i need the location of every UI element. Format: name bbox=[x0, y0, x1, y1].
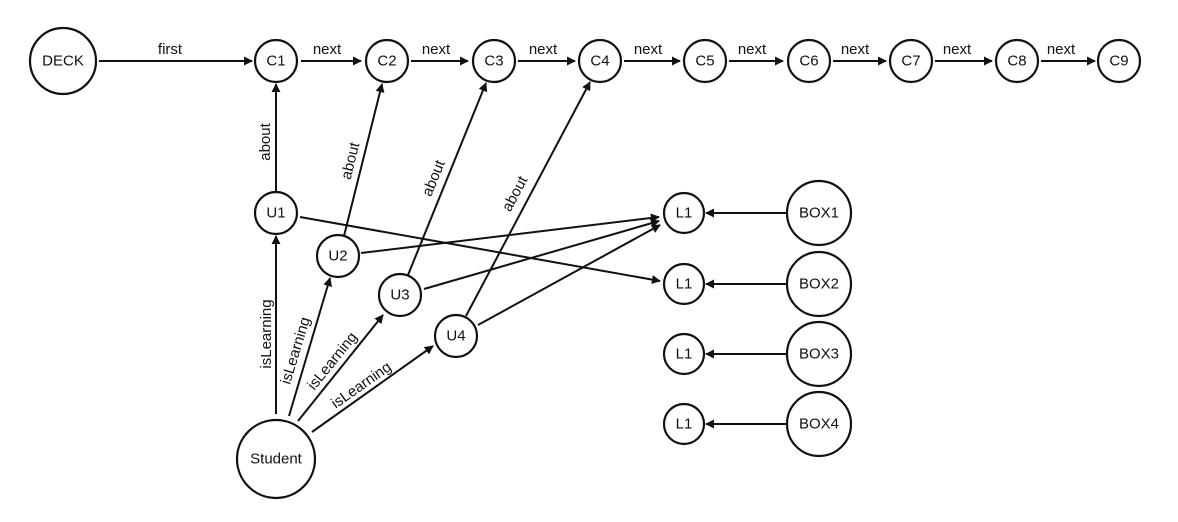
node-c7-label: C7 bbox=[901, 53, 920, 70]
node-c3: C3 bbox=[471, 38, 517, 84]
edge-label-next-1: next bbox=[313, 41, 342, 58]
node-c1: C1 bbox=[253, 38, 299, 84]
node-c1-label: C1 bbox=[266, 53, 285, 70]
node-box1: BOX1 bbox=[785, 179, 853, 247]
edge-label-next-2: next bbox=[422, 41, 451, 58]
node-u2: U2 bbox=[315, 233, 361, 279]
node-c2-label: C2 bbox=[377, 53, 396, 70]
node-u3: U3 bbox=[377, 272, 423, 318]
edge-u3-about-c3 bbox=[407, 82, 488, 276]
edge-student-islearning-u3 bbox=[297, 314, 384, 422]
node-l1-b: L1 bbox=[662, 262, 706, 306]
edge-label-islearning-1: isLearning bbox=[258, 299, 275, 368]
node-u3-label: U3 bbox=[390, 287, 409, 304]
edge-u2-about-c2 bbox=[343, 83, 385, 237]
edge-label-next-4: next bbox=[634, 41, 663, 58]
node-c7: C7 bbox=[888, 38, 934, 84]
node-u1: U1 bbox=[253, 190, 299, 236]
node-c9: C9 bbox=[1096, 38, 1142, 84]
node-l1-a-label: L1 bbox=[676, 205, 693, 222]
node-box2: BOX2 bbox=[785, 250, 853, 318]
edge-u2-l1a bbox=[360, 213, 660, 254]
node-c8-label: C8 bbox=[1007, 53, 1026, 70]
node-u1-label: U1 bbox=[266, 205, 285, 222]
node-c9-label: C9 bbox=[1109, 53, 1128, 70]
edge-u3-l1a bbox=[423, 218, 660, 290]
edge-label-about-1: about bbox=[257, 122, 274, 160]
node-l1-b-label: L1 bbox=[676, 276, 693, 293]
node-c5-label: C5 bbox=[695, 53, 714, 70]
node-box2-label: BOX2 bbox=[799, 276, 839, 293]
node-l1-d: L1 bbox=[662, 402, 706, 446]
node-student: Student bbox=[235, 418, 317, 500]
node-c4: C4 bbox=[577, 38, 623, 84]
node-u4-label: U4 bbox=[446, 328, 465, 345]
edge-label-next-7: next bbox=[943, 41, 972, 58]
node-deck: DECK bbox=[28, 26, 98, 96]
edge-u1-l1b bbox=[299, 216, 661, 285]
edge-labels: first next next next next next next next… bbox=[158, 41, 1076, 412]
node-u2-label: U2 bbox=[328, 248, 347, 265]
node-l1-c-label: L1 bbox=[676, 346, 693, 363]
edge-label-first: first bbox=[158, 41, 183, 58]
node-student-label: Student bbox=[250, 451, 303, 468]
node-l1-a: L1 bbox=[662, 191, 706, 235]
node-l1-c: L1 bbox=[662, 332, 706, 376]
node-box4-label: BOX4 bbox=[799, 416, 839, 433]
node-box1-label: BOX1 bbox=[799, 205, 839, 222]
node-u4: U4 bbox=[433, 313, 479, 359]
node-c6: C6 bbox=[786, 38, 832, 84]
edge-student-islearning-u4 bbox=[311, 345, 434, 433]
node-c4-label: C4 bbox=[590, 53, 609, 70]
node-box3: BOX3 bbox=[785, 320, 853, 388]
edge-u4-l1a bbox=[477, 224, 661, 326]
edges bbox=[99, 56, 1096, 433]
node-box3-label: BOX3 bbox=[799, 346, 839, 363]
node-deck-label: DECK bbox=[42, 53, 84, 70]
node-c5: C5 bbox=[682, 38, 728, 84]
edge-label-next-6: next bbox=[841, 41, 870, 58]
edge-label-next-8: next bbox=[1047, 41, 1076, 58]
node-c3-label: C3 bbox=[484, 53, 503, 70]
edge-label-next-5: next bbox=[738, 41, 767, 58]
node-l1-d-label: L1 bbox=[676, 416, 693, 433]
edge-u4-about-c4 bbox=[465, 81, 591, 317]
node-box4: BOX4 bbox=[785, 390, 853, 458]
edge-label-about-4: about bbox=[499, 173, 532, 215]
edge-student-islearning-u2 bbox=[288, 277, 333, 417]
node-c8: C8 bbox=[994, 38, 1040, 84]
edge-label-about-3: about bbox=[419, 157, 449, 199]
node-c6-label: C6 bbox=[799, 53, 818, 70]
node-c2: C2 bbox=[364, 38, 410, 84]
edge-label-next-3: next bbox=[529, 41, 558, 58]
nodes: DECK C1 C2 C3 C4 C5 C6 C7 bbox=[28, 26, 1142, 500]
